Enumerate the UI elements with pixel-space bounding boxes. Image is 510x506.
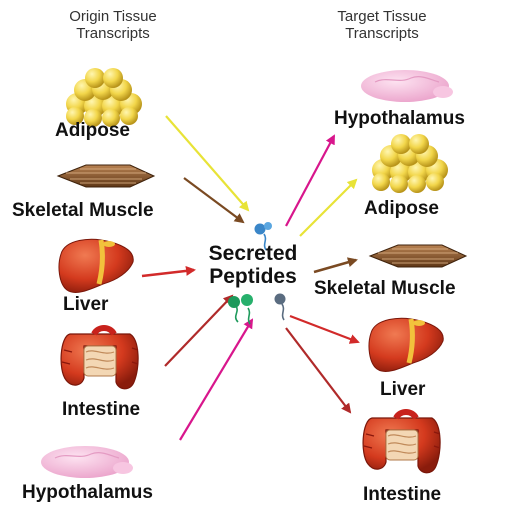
target-label-liver: Liver [380,379,425,401]
origin-label-skeletal-muscle: Skeletal Muscle [12,200,154,222]
target-label-hypothalamus: Hypothalamus [334,108,465,130]
target-adipose-graphic [372,134,448,193]
origin-liver-graphic [59,239,133,292]
target-label-skeletal-muscle: Skeletal Muscle [314,278,456,300]
origin-hypothalamus-graphic [41,446,133,478]
target-header-line-2: Transcripts [322,25,442,42]
arrow-peptides-to-adipose [300,180,356,236]
target-hypothalamus-graphic [361,70,453,102]
target-skeletal-muscle-graphic [370,245,466,267]
target-header: Target Tissue Transcripts [322,8,442,42]
center-line-1: Secreted [198,242,308,265]
arrow-peptides-to-liver [290,316,358,342]
center-line-2: Peptides [198,265,308,288]
arrow-peptides-to-intestine [286,328,350,412]
arrow-peptides-to-skeletal-muscle [314,260,356,272]
target-header-line-1: Target Tissue [322,8,442,25]
peptide-green-icon [228,294,253,324]
origin-intestine-graphic [61,328,138,389]
origin-label-hypothalamus: Hypothalamus [22,482,153,504]
target-label-intestine: Intestine [363,484,441,506]
origin-header-line-2: Transcripts [53,25,173,42]
origin-skeletal-muscle-graphic [58,165,154,187]
origin-adipose-graphic [66,68,142,127]
arrow-intestine-to-peptides [165,296,232,366]
target-liver-graphic [369,318,443,371]
origin-header-line-1: Origin Tissue [53,8,173,25]
arrow-muscle-to-peptides [184,178,243,222]
arrow-liver-to-peptides [142,270,194,276]
target-intestine-graphic [363,412,440,473]
peptide-grey-icon [275,294,286,321]
target-label-adipose: Adipose [364,198,439,220]
origin-label-liver: Liver [63,294,108,316]
secreted-peptides-label: Secreted Peptides [198,242,308,288]
origin-header: Origin Tissue Transcripts [53,8,173,42]
origin-label-intestine: Intestine [62,399,140,421]
arrow-peptides-to-hypothalamus [286,136,334,226]
origin-label-adipose: Adipose [55,120,130,142]
